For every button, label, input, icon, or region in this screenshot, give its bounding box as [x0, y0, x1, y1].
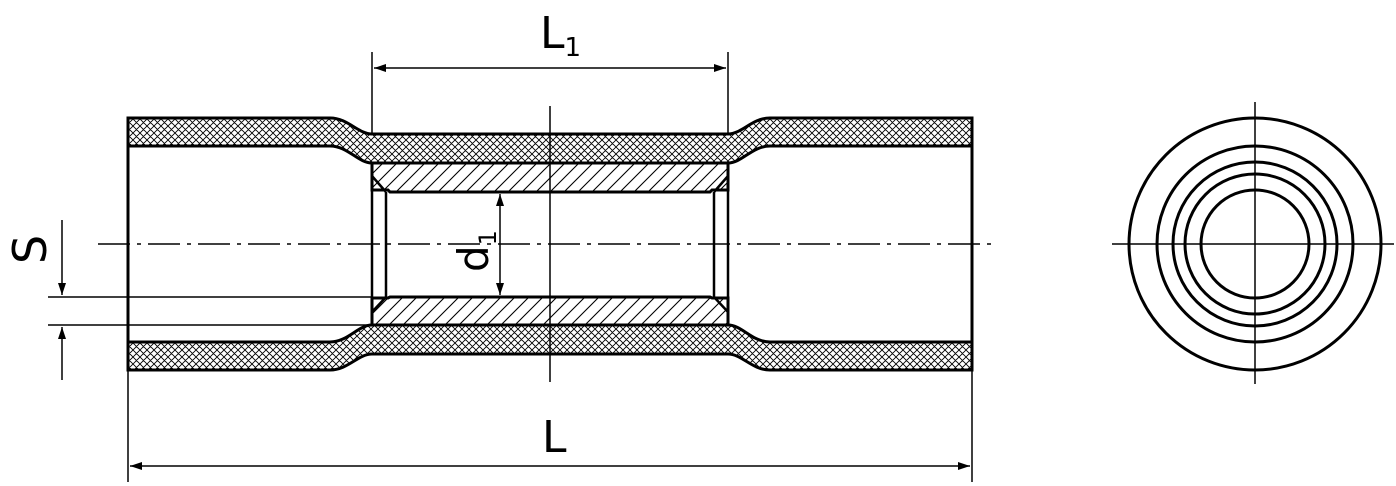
l1-subscript: 1 — [565, 33, 582, 63]
end-view — [1112, 102, 1394, 384]
dimension-lines — [48, 52, 973, 482]
dimension-labels: L1 L d1 S — [3, 8, 581, 463]
s-label: S — [3, 235, 57, 264]
l1-symbol: L — [540, 8, 565, 59]
d1-symbol: d — [449, 245, 498, 272]
d1-subscript: 1 — [474, 230, 502, 245]
d1-label: d1 — [449, 230, 502, 272]
l-label: L — [542, 412, 567, 463]
l1-label: L1 — [540, 8, 581, 63]
side-section-view — [98, 106, 992, 382]
